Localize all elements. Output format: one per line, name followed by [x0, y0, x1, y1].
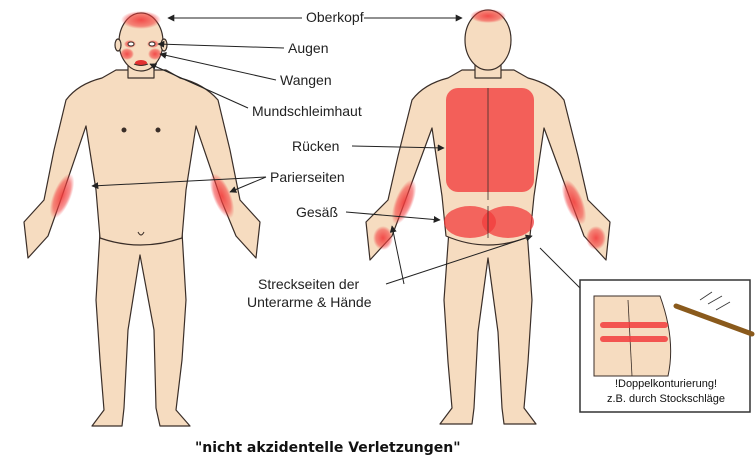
- front-figure: [24, 13, 260, 426]
- label-augen: Augen: [288, 40, 328, 56]
- injury-hand-right-back: [586, 226, 606, 250]
- label-oberkopf: Oberkopf: [306, 9, 364, 25]
- arrow-streck-left: [392, 226, 404, 284]
- inset-line1: !Doppelkonturierung!: [596, 378, 736, 390]
- inset-line2: z.B. durch Stockschläge: [596, 393, 736, 405]
- label-gesaess: Gesäß: [296, 204, 338, 220]
- injury-hand-left-back: [373, 226, 393, 250]
- double-contour-upper: [600, 322, 668, 328]
- injury-cheek-right: [148, 48, 162, 60]
- label-streckseiten-line1: Streckseiten der: [258, 276, 359, 292]
- injury-cheek-left: [120, 48, 134, 60]
- label-streckseiten-line2: Unterarme & Hände: [247, 294, 372, 310]
- arrow-augen: [158, 44, 284, 48]
- label-parierseiten: Parierseiten: [270, 169, 345, 185]
- label-ruecken: Rücken: [292, 138, 339, 154]
- injury-buttock-right: [482, 206, 534, 238]
- label-wangen: Wangen: [280, 72, 332, 88]
- double-contour-lower: [600, 336, 668, 342]
- injury-back: [446, 88, 534, 192]
- injury-crown-front: [121, 11, 161, 29]
- diagram-caption: "nicht akzidentelle Verletzungen": [195, 440, 461, 456]
- injury-crown-back: [470, 9, 506, 23]
- label-mundschleimhaut: Mundschleimhaut: [252, 103, 362, 119]
- arrow-ruecken: [352, 146, 444, 148]
